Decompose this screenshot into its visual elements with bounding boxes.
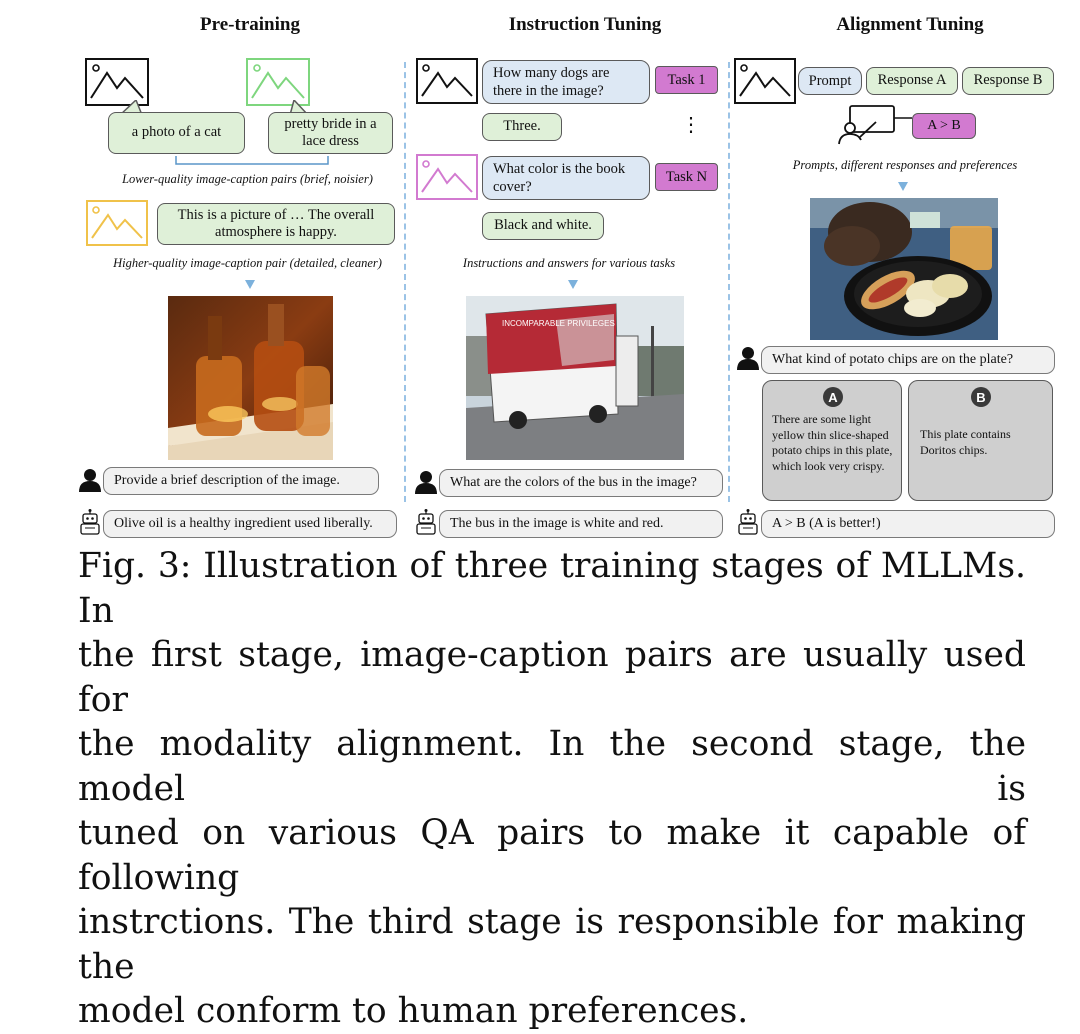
model-answer-pill: Olive oil is a healthy ingredient used l… bbox=[103, 510, 397, 538]
bracket-line bbox=[175, 156, 329, 165]
question-bubble-dogs: How many dogs are there in the image? bbox=[482, 60, 650, 104]
answer-bubble-three: Three. bbox=[482, 113, 562, 141]
image-icon bbox=[86, 200, 148, 246]
olive-oil-photo bbox=[168, 296, 333, 460]
caption-bubble-detailed: This is a picture of … The overall atmos… bbox=[157, 203, 395, 245]
user-prompt-pill: What kind of potato chips are on the pla… bbox=[761, 346, 1055, 374]
user-icon bbox=[415, 471, 437, 494]
response-a-box: Response A bbox=[866, 67, 958, 95]
down-arrow-icon bbox=[568, 280, 578, 289]
high-quality-note: Higher-quality image-caption pair (detai… bbox=[113, 256, 382, 270]
model-answer-pill: A > B (A is better!) bbox=[761, 510, 1055, 538]
image-icon bbox=[734, 58, 796, 104]
image-icon bbox=[85, 58, 149, 106]
annotator-icon bbox=[838, 105, 912, 145]
response-b-box: Response B bbox=[962, 67, 1054, 95]
column-divider-2 bbox=[728, 62, 730, 502]
caption-line: Fig. 3: Illustration of three training s… bbox=[78, 546, 1026, 631]
pretraining-title: Pre-training bbox=[200, 14, 300, 35]
user-prompt-pill: What are the colors of the bus in the im… bbox=[439, 469, 723, 497]
hotdog-photo bbox=[810, 198, 998, 340]
image-icon bbox=[246, 58, 310, 106]
response-a-card: A There are some light yellow thin slice… bbox=[762, 380, 902, 501]
low-quality-note: Lower-quality image-caption pairs (brief… bbox=[122, 172, 373, 186]
model-answer-pill: The bus in the image is white and red. bbox=[439, 510, 723, 538]
preference-box: A > B bbox=[912, 113, 976, 139]
down-arrow-icon bbox=[898, 182, 908, 191]
robot-icon bbox=[738, 509, 758, 535]
caption-line: the first stage, image-caption pairs are… bbox=[78, 635, 1026, 720]
badge-a: A bbox=[823, 387, 843, 407]
prompt-box: Prompt bbox=[798, 67, 862, 95]
alignment-note: Prompts, different responses and prefere… bbox=[792, 158, 1018, 172]
instruction-note: Instructions and answers for various tas… bbox=[462, 256, 676, 270]
column-divider-1 bbox=[404, 62, 406, 502]
image-icon bbox=[416, 58, 478, 104]
response-b-text: This plate contains Doritos chips. bbox=[920, 427, 1011, 457]
instruction-tuning-title: Instruction Tuning bbox=[508, 14, 662, 35]
caption-line: instrctions. The third stage is responsi… bbox=[78, 902, 1026, 987]
caption-bubble-cat: a photo of a cat bbox=[108, 112, 245, 154]
down-arrow-icon bbox=[245, 280, 255, 289]
user-prompt-pill: Provide a brief description of the image… bbox=[103, 467, 379, 495]
more-tasks-ellipsis: ⋮ bbox=[681, 114, 701, 136]
answer-bubble-black-white: Black and white. bbox=[482, 212, 604, 240]
task-n-label: Task N bbox=[655, 163, 718, 191]
task-1-label: Task 1 bbox=[655, 66, 718, 94]
alignment-tuning-title: Alignment Tuning bbox=[836, 14, 984, 35]
caption-line: model conform to human preferences. bbox=[78, 991, 749, 1031]
user-icon bbox=[79, 469, 101, 492]
image-icon bbox=[416, 154, 478, 200]
robot-icon bbox=[416, 509, 436, 535]
figure-caption: Fig. 3: Illustration of three training s… bbox=[78, 544, 1026, 1034]
bus-sign-text: INCOMPARABLE PRIVILEGES bbox=[502, 319, 615, 328]
caption-line: tuned on various QA pairs to make it cap… bbox=[78, 813, 1026, 898]
response-b-card: B This plate contains Doritos chips. bbox=[908, 380, 1053, 501]
response-a-text: There are some light yellow thin slice-s… bbox=[772, 412, 893, 473]
robot-icon bbox=[80, 509, 100, 535]
badge-b: B bbox=[971, 387, 991, 407]
caption-bubble-bride: pretty bride in a lace dress bbox=[268, 112, 393, 154]
user-icon bbox=[737, 347, 759, 370]
question-bubble-book: What color is the book cover? bbox=[482, 156, 650, 200]
bus-photo: INCOMPARABLE PRIVILEGES bbox=[466, 296, 684, 460]
caption-line: the modality alignment. In the second st… bbox=[78, 724, 1026, 809]
